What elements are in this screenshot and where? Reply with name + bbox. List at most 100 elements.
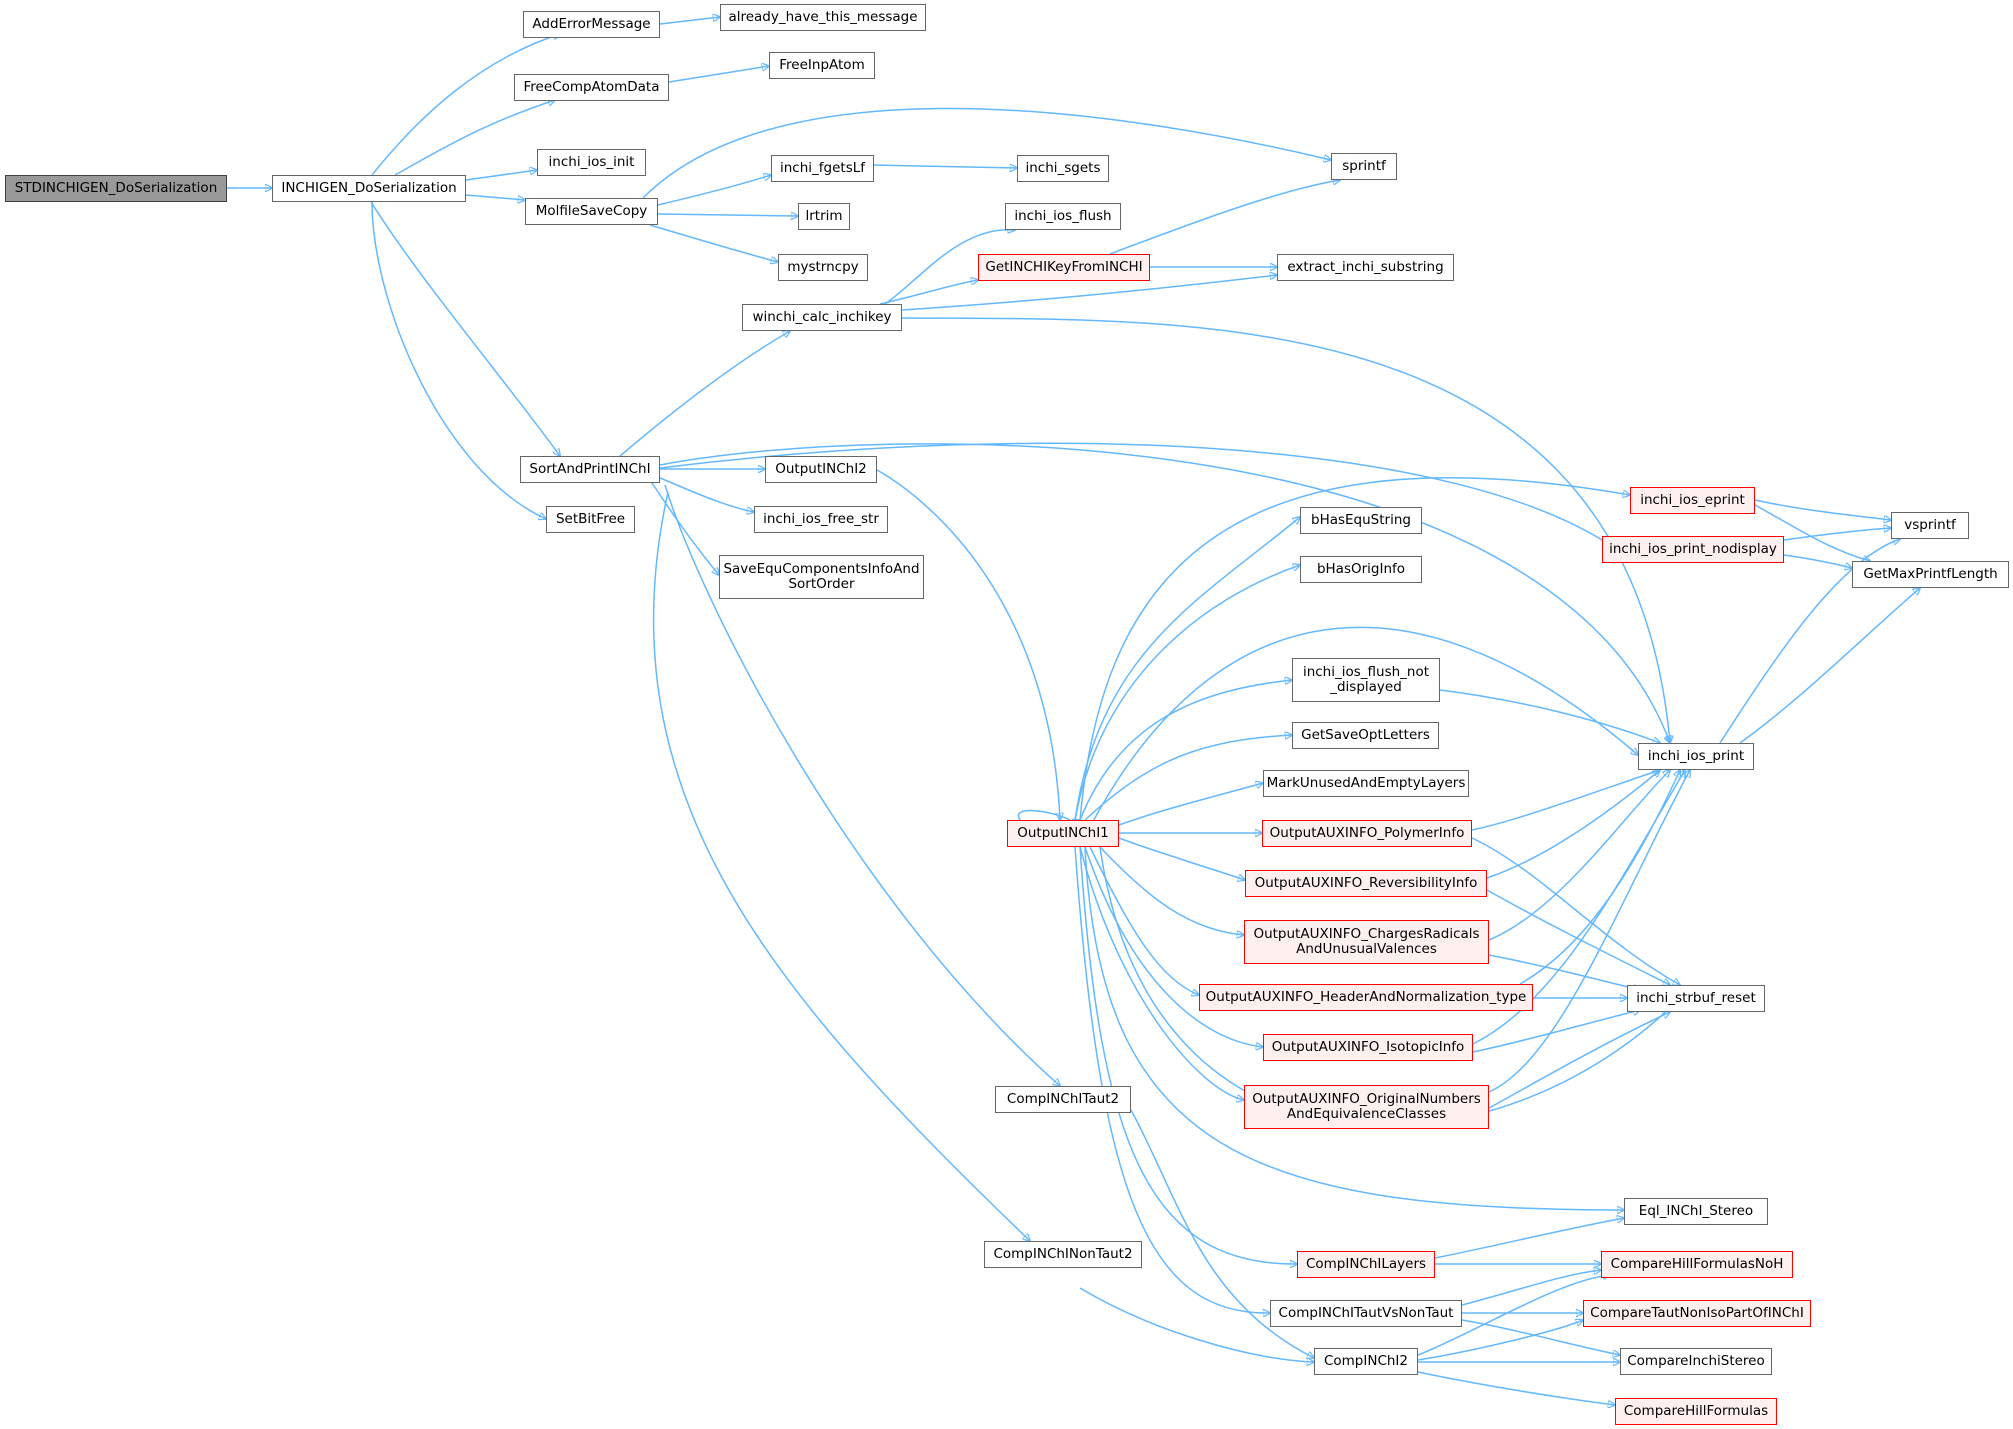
node-setbitfree[interactable]: SetBitFree (546, 506, 635, 533)
call-edge (654, 475, 754, 512)
call-edge (1439, 689, 1660, 743)
call-edge (1118, 837, 1245, 880)
node-mystrncpy[interactable]: mystrncpy (778, 254, 868, 281)
call-edge (1079, 1287, 1314, 1362)
node-eql-inchi-stereo[interactable]: Eql_INChI_Stereo (1624, 1198, 1768, 1225)
node-freeinpatom[interactable]: FreeInpAtom (769, 52, 875, 79)
node-inchi-ios-eprint[interactable]: inchi_ios_eprint (1630, 487, 1755, 514)
node-compinchilayers[interactable]: CompINChILayers (1297, 1251, 1435, 1278)
node-outputinchi2[interactable]: OutputINChI2 (765, 456, 877, 483)
node-sprintf[interactable]: sprintf (1331, 153, 1397, 180)
node-sortandprintinchi[interactable]: SortAndPrintINChI (520, 456, 660, 483)
call-edge (649, 479, 719, 575)
node-bhasequstring[interactable]: bHasEquString (1300, 507, 1422, 534)
node-lrtrim[interactable]: lrtrim (798, 203, 850, 230)
call-edge (465, 194, 525, 200)
node-compinchitautvsnontaut[interactable]: CompINChITautVsNonTaut (1270, 1300, 1462, 1327)
node-inchi-ios-free-str[interactable]: inchi_ios_free_str (754, 506, 888, 533)
call-edge (664, 484, 1060, 1086)
call-edge (1754, 504, 1870, 561)
node-inchi-fgetslf[interactable]: inchi_fgetsLf (771, 155, 874, 182)
call-edge (1417, 1275, 1610, 1356)
call-edge (642, 107, 1331, 199)
call-edge (465, 170, 537, 181)
call-edge (652, 491, 1030, 1241)
call-edge (668, 66, 769, 83)
call-edge (1754, 499, 1891, 520)
call-edge (873, 165, 1017, 168)
node-inchigen-doserialization[interactable]: INCHIGEN_DoSerialization (272, 175, 466, 202)
node-vsprintf[interactable]: vsprintf (1891, 512, 1969, 539)
call-edge (394, 100, 555, 176)
node-inchi-ios-print[interactable]: inchi_ios_print (1638, 743, 1754, 770)
call-edge (659, 442, 1610, 545)
call-edge (1417, 1371, 1615, 1405)
call-edge (1461, 1319, 1620, 1355)
call-edge (1488, 770, 1670, 941)
node-outputauxinfo-reversibilityinfo[interactable]: OutputAUXINFO_ReversibilityInfo (1245, 870, 1487, 897)
call-edge (1089, 846, 1199, 995)
call-edge (1486, 770, 1660, 879)
node-saveequcomponentsinfoandsortorder[interactable]: SaveEquComponentsInfoAnd SortOrder (719, 555, 924, 599)
call-edge (1074, 517, 1300, 821)
call-edge (1074, 565, 1300, 821)
node-outputauxinfo-polymerinfo[interactable]: OutputAUXINFO_PolymerInfo (1262, 820, 1472, 847)
call-edge (901, 317, 1670, 743)
node-inchi-ios-init[interactable]: inchi_ios_init (537, 149, 646, 176)
call-edge (884, 230, 1015, 305)
node-outputauxinfo-isotopicinfo[interactable]: OutputAUXINFO_IsotopicInfo (1263, 1034, 1473, 1061)
call-edge (1084, 735, 1292, 821)
call-edge (1434, 1218, 1624, 1259)
call-edge (1471, 837, 1680, 985)
node-outputinchi1[interactable]: OutputINChI1 (1007, 820, 1119, 847)
node-compinchinontaut2[interactable]: CompINChINonTaut2 (984, 1241, 1142, 1268)
node-outputauxinfo-originalnumbersandequivalenceclasses[interactable]: OutputAUXINFO_OriginalNumbers AndEquival… (1244, 1085, 1489, 1129)
node-inchi-ios-flush-not-displayed[interactable]: inchi_ios_flush_not _displayed (1292, 658, 1440, 702)
node-inchi-sgets[interactable]: inchi_sgets (1017, 155, 1109, 182)
call-edge (371, 201, 546, 519)
node-comparehillformulas[interactable]: CompareHillFormulas (1615, 1398, 1777, 1425)
node-outputauxinfo-headerandnormalization-type[interactable]: OutputAUXINFO_HeaderAndNormalization_typ… (1199, 984, 1533, 1011)
call-edge (1130, 1109, 1314, 1358)
node-freecompatomdata[interactable]: FreeCompAtomData (514, 74, 669, 101)
call-edge (1519, 770, 1680, 985)
node-inchi-ios-print-nodisplay[interactable]: inchi_ios_print_nodisplay (1602, 536, 1784, 563)
node-outputauxinfo-chargesradicalsandunusualvalences[interactable]: OutputAUXINFO_ChargesRadicals AndUnusual… (1244, 920, 1489, 964)
node-bhasoriginfo[interactable]: bHasOrigInfo (1300, 556, 1422, 583)
node-comparetautnonisopartofinchi[interactable]: CompareTautNonIsoPartOfINChI (1583, 1300, 1811, 1327)
node-compinchitaut2[interactable]: CompINChITaut2 (995, 1086, 1131, 1113)
node-markunusedandemptylayers[interactable]: MarkUnusedAndEmptyLayers (1263, 770, 1469, 797)
node-adderrormessage[interactable]: AddErrorMessage (523, 11, 660, 38)
call-edge (371, 34, 560, 176)
call-edge (1084, 846, 1624, 1210)
node-getinchikeyfrominchi[interactable]: GetINCHIKeyFromINCHI (978, 254, 1150, 281)
node-comparehillformulasnoh[interactable]: CompareHillFormulasNoH (1601, 1251, 1793, 1278)
call-edge (619, 331, 790, 457)
node-inchi-ios-flush[interactable]: inchi_ios_flush (1005, 203, 1121, 230)
call-edge (1471, 770, 1660, 831)
call-edge (659, 443, 1670, 743)
node-extract-inchi-substring[interactable]: extract_inchi_substring (1277, 254, 1454, 281)
node-getmaxprintflength[interactable]: GetMaxPrintfLength (1852, 561, 2009, 588)
call-edge (1118, 783, 1263, 826)
node-already-have-this-message[interactable]: already_have_this_message (720, 4, 926, 31)
call-edge (659, 17, 720, 25)
call-edge (1074, 846, 1270, 1313)
node-molfilesavecopy[interactable]: MolfileSaveCopy (525, 198, 658, 225)
node-inchi-strbuf-reset[interactable]: inchi_strbuf_reset (1627, 985, 1765, 1012)
call-edge (1079, 477, 1630, 821)
call-edge (1783, 528, 1891, 541)
node-compinchi2[interactable]: CompINChI2 (1314, 1348, 1418, 1375)
call-edge (649, 224, 778, 262)
call-edge (1783, 554, 1852, 568)
call-edge (1099, 846, 1244, 935)
call-edge (657, 214, 798, 216)
call-edge (1461, 1270, 1601, 1306)
node-winchi-calc-inchikey[interactable]: winchi_calc_inchikey (742, 304, 902, 331)
call-edge (1084, 846, 1263, 1047)
call-edge (1417, 1320, 1583, 1361)
node-compareinchistereo[interactable]: CompareInchiStereo (1620, 1348, 1772, 1375)
node-getsaveoptletters[interactable]: GetSaveOptLetters (1292, 722, 1439, 749)
